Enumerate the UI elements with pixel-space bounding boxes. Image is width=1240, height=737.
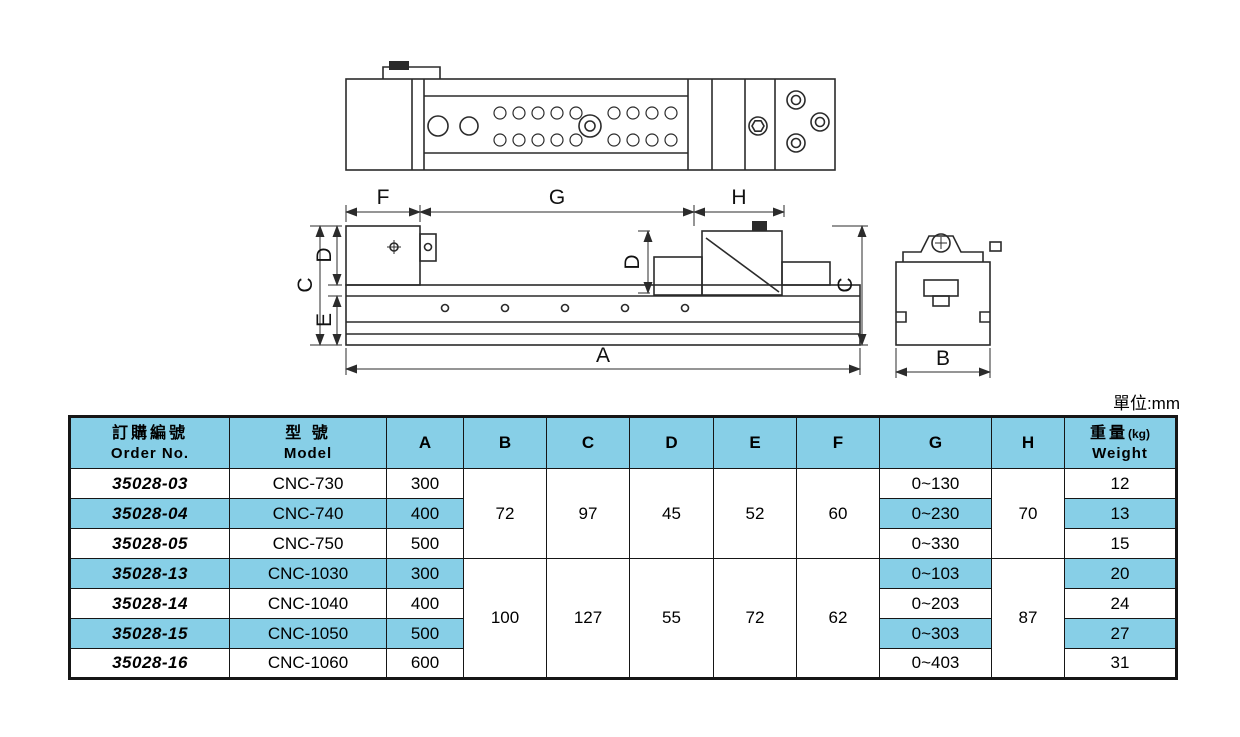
col-header-e: E xyxy=(713,416,797,469)
cell-e-group2: 72 xyxy=(713,558,797,679)
cell-a: 500 xyxy=(386,528,464,559)
dimension-lines xyxy=(310,205,991,378)
cell-f-group2: 62 xyxy=(796,558,880,679)
spec-table: 訂購編號 Order No. 型 號 Model A B C D E F G H… xyxy=(68,415,1178,680)
cell-c-group1: 97 xyxy=(546,468,630,559)
cell-model: CNC-1050 xyxy=(229,618,387,649)
col-header-f: F xyxy=(796,416,880,469)
col-header-weight: 重量(kg) Weight xyxy=(1064,416,1177,469)
dim-label-b: B xyxy=(936,347,950,370)
unit-note: 單位:mm xyxy=(1112,394,1180,413)
dimension-labels: F G H C D E D C A B xyxy=(294,186,950,370)
cell-g: 0~130 xyxy=(879,468,992,499)
cell-a: 600 xyxy=(386,648,464,679)
table-row: 35028-14 CNC-1040 400 0~203 24 xyxy=(69,588,1177,619)
dim-label-a: A xyxy=(596,344,610,367)
cell-g: 0~230 xyxy=(879,498,992,529)
cell-model: CNC-1040 xyxy=(229,588,387,619)
dim-label-h: H xyxy=(731,186,746,209)
cell-g: 0~403 xyxy=(879,648,992,679)
col-header-model: 型 號 Model xyxy=(229,416,387,469)
technical-drawing: F G H C D E D C A B xyxy=(294,61,1002,378)
cell-e-group1: 52 xyxy=(713,468,797,559)
dim-label-e-left: E xyxy=(313,313,336,327)
dim-label-f: F xyxy=(377,186,390,209)
cell-b-group2: 100 xyxy=(463,558,547,679)
cell-a: 300 xyxy=(386,558,464,589)
col-header-h: H xyxy=(991,416,1065,469)
table-row: 35028-04 CNC-740 400 0~230 13 xyxy=(69,498,1177,529)
table-row: 35028-05 CNC-750 500 0~330 15 xyxy=(69,528,1177,559)
cell-g: 0~203 xyxy=(879,588,992,619)
table-row: 35028-15 CNC-1050 500 0~303 27 xyxy=(69,618,1177,649)
cell-order: 35028-16 xyxy=(69,648,230,679)
col-header-order-zh: 訂購編號 xyxy=(111,425,188,443)
cell-order: 35028-15 xyxy=(69,618,230,649)
col-header-order: 訂購編號 Order No. xyxy=(69,416,230,469)
col-header-d: D xyxy=(629,416,714,469)
cell-weight: 15 xyxy=(1064,528,1177,559)
col-header-weight-zh: 重量(kg) xyxy=(1089,425,1150,443)
col-header-g: G xyxy=(879,416,992,469)
cell-a: 400 xyxy=(386,588,464,619)
cell-c-group2: 127 xyxy=(546,558,630,679)
cell-weight: 20 xyxy=(1064,558,1177,589)
cell-g: 0~330 xyxy=(879,528,992,559)
cell-model: CNC-730 xyxy=(229,468,387,499)
table-row: 35028-13 CNC-1030 300 100 127 55 72 62 0… xyxy=(69,558,1177,679)
cell-order: 35028-05 xyxy=(69,528,230,559)
cell-model: CNC-1030 xyxy=(229,558,387,589)
table-row: 35028-03 CNC-730 300 72 97 45 52 60 0~13… xyxy=(69,468,1177,559)
cell-d-group2: 55 xyxy=(629,558,714,679)
col-header-order-en: Order No. xyxy=(110,444,190,462)
cell-weight: 13 xyxy=(1064,498,1177,529)
dim-label-g: G xyxy=(549,186,565,209)
cell-model: CNC-740 xyxy=(229,498,387,529)
cell-weight: 12 xyxy=(1064,468,1177,499)
cell-weight: 27 xyxy=(1064,618,1177,649)
end-view-drawing xyxy=(895,233,1002,346)
col-header-weight-en: Weight xyxy=(1092,444,1148,462)
cell-order: 35028-14 xyxy=(69,588,230,619)
cell-a: 500 xyxy=(386,618,464,649)
col-header-model-zh: 型 號 xyxy=(285,425,331,443)
col-header-model-en: Model xyxy=(283,444,333,462)
cell-model: CNC-750 xyxy=(229,528,387,559)
cell-weight: 31 xyxy=(1064,648,1177,679)
cell-g: 0~303 xyxy=(879,618,992,649)
cell-a: 300 xyxy=(386,468,464,499)
cell-order: 35028-03 xyxy=(69,468,230,499)
header-row: 訂購編號 Order No. 型 號 Model A B C D E F G H… xyxy=(69,416,1177,469)
dim-label-d-left: D xyxy=(313,247,336,262)
cell-h-group2: 87 xyxy=(991,558,1065,679)
cell-f-group1: 60 xyxy=(796,468,880,559)
top-view-drawing xyxy=(345,61,836,171)
cell-h-group1: 70 xyxy=(991,468,1065,559)
dim-label-c-right: C xyxy=(834,277,857,292)
col-header-b: B xyxy=(463,416,547,469)
cell-order: 35028-04 xyxy=(69,498,230,529)
col-header-c: C xyxy=(546,416,630,469)
dim-label-d-right: D xyxy=(621,254,644,269)
side-view-drawing xyxy=(345,221,861,346)
cell-weight: 24 xyxy=(1064,588,1177,619)
cell-g: 0~103 xyxy=(879,558,992,589)
cell-a: 400 xyxy=(386,498,464,529)
cell-model: CNC-1060 xyxy=(229,648,387,679)
col-header-a: A xyxy=(386,416,464,469)
cell-order: 35028-13 xyxy=(69,558,230,589)
dim-label-c-left: C xyxy=(294,277,317,292)
cell-d-group1: 45 xyxy=(629,468,714,559)
cell-b-group1: 72 xyxy=(463,468,547,559)
table-row: 35028-16 CNC-1060 600 0~403 31 xyxy=(69,648,1177,679)
